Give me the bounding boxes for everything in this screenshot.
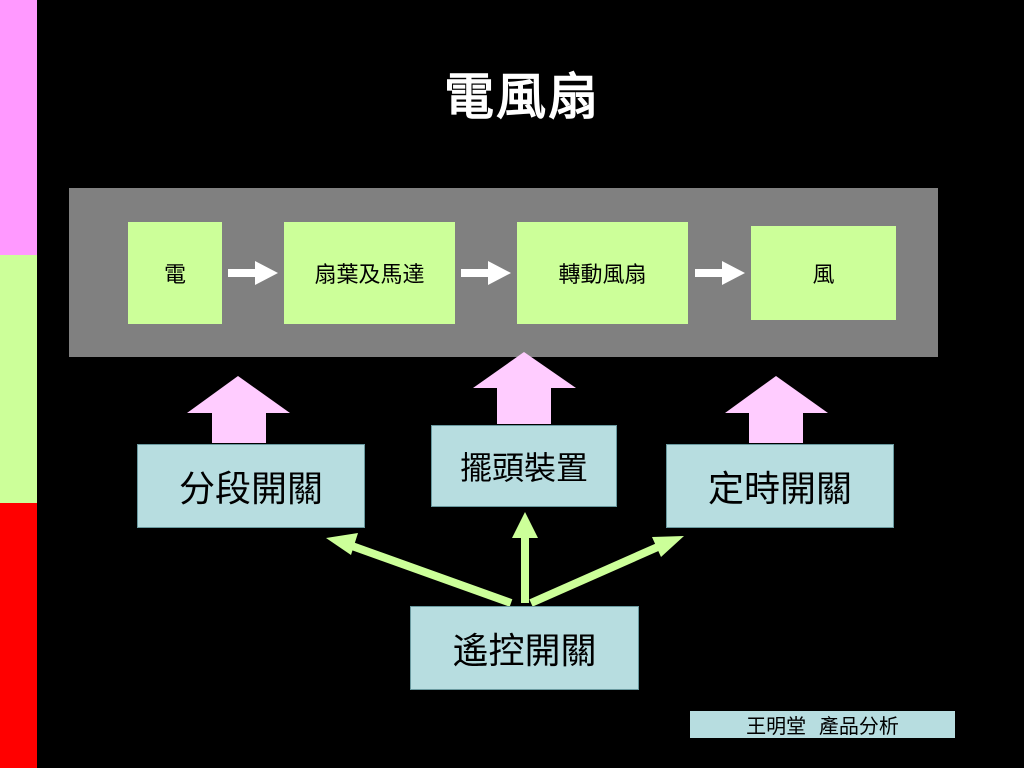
footer-caption: 王明堂 產品分析: [690, 711, 955, 738]
process-rotate-fan: 轉動風扇: [517, 222, 688, 324]
remote-arrowhead-center: [512, 512, 538, 538]
timer-switch-box: 定時開關: [666, 444, 894, 528]
remote-line-left: [350, 542, 513, 607]
process-electricity: 電: [128, 222, 222, 324]
flow-arrow-2: [461, 261, 511, 285]
speed-switch-box: 分段開關: [137, 444, 365, 528]
oscillation-box: 擺頭裝置: [431, 425, 617, 507]
stripe-middle: [0, 255, 37, 503]
remote-arrowhead-right: [652, 536, 684, 557]
slide-title: 電風扇: [444, 68, 600, 126]
process-wind: 風: [751, 226, 896, 320]
stripe-bottom: [0, 503, 37, 768]
process-blades-motor: 扇葉及馬達: [284, 222, 455, 324]
remote-switch-box: 遙控開關: [410, 606, 639, 690]
remote-arrowhead-left: [326, 533, 358, 555]
up-arrow-oscillation: [473, 352, 576, 424]
remote-line-right: [529, 542, 662, 607]
up-arrow-timer: [725, 376, 828, 443]
up-arrow-speed: [187, 376, 290, 443]
flow-arrow-1: [228, 261, 278, 285]
flow-arrow-3: [695, 261, 745, 285]
stripe-top: [0, 0, 37, 255]
